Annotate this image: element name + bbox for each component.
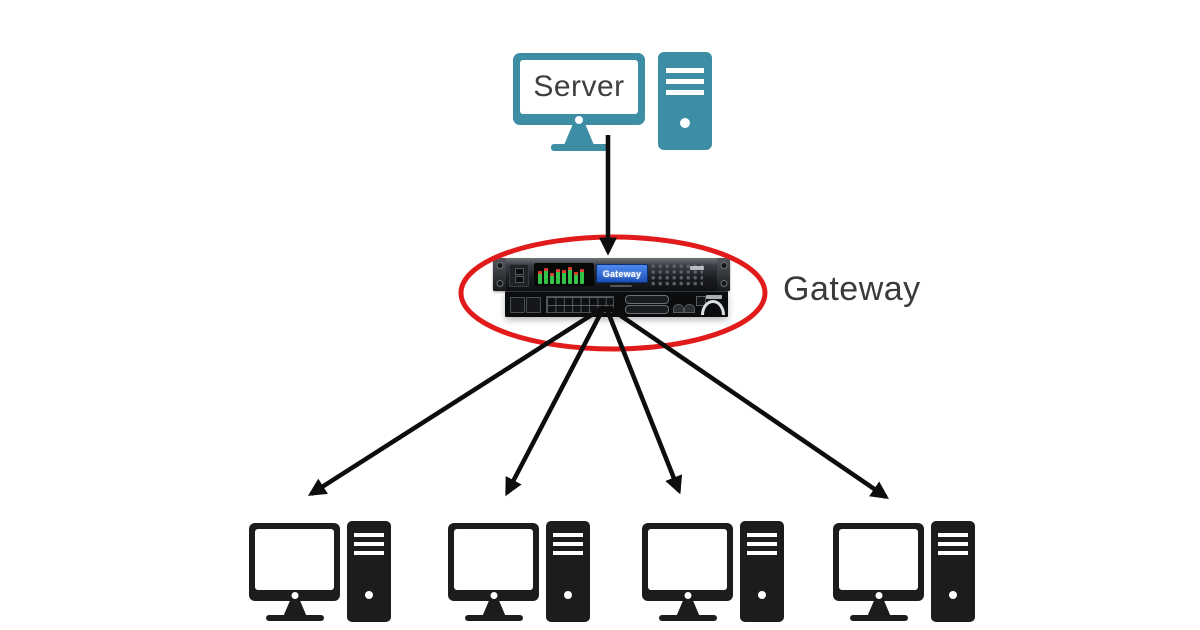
arrow-gateway-to-client-3	[603, 306, 683, 495]
client-monitor-icon	[448, 523, 539, 601]
client-tower-icon	[546, 521, 590, 622]
monitor-power-dot	[291, 592, 298, 599]
tower-vents	[747, 533, 777, 559]
tower-power-dot	[680, 118, 690, 128]
tower-vents	[666, 68, 704, 98]
monitor-base	[659, 615, 717, 621]
client-computer-3	[642, 521, 784, 625]
power-inlet	[510, 297, 525, 313]
gateway-rack-unit-bottom	[505, 291, 728, 317]
monitor-power-dot	[684, 592, 691, 599]
server-monitor-icon: Server	[513, 53, 645, 125]
connector	[684, 304, 695, 313]
monitor-base	[850, 615, 908, 621]
client-computer-4	[833, 521, 975, 625]
tower-power-dot	[949, 591, 957, 599]
tower-power-dot	[365, 591, 373, 599]
serial-port	[625, 295, 669, 304]
tower-vents	[553, 533, 583, 559]
monitor-stand	[676, 600, 700, 616]
tower-vents	[354, 533, 384, 559]
power-inlet	[526, 297, 541, 313]
tower-power-dot	[758, 591, 766, 599]
client-screen	[839, 529, 918, 590]
client-tower-icon	[931, 521, 975, 622]
client-monitor-icon	[642, 523, 733, 601]
client-screen	[255, 529, 334, 590]
client-tower-icon	[347, 521, 391, 622]
model-text-blob	[610, 285, 632, 287]
client-monitor-icon	[833, 523, 924, 601]
device-display-text: Gateway	[602, 268, 642, 279]
brand-logo-blob	[690, 266, 704, 270]
serial-port	[625, 305, 669, 314]
client-computer-2	[448, 521, 590, 625]
monitor-stand	[867, 600, 891, 616]
monitor-stand	[564, 124, 594, 145]
rack-ear	[493, 258, 506, 291]
monitor-power-dot	[575, 116, 583, 124]
arrow-gateway-to-client-1	[307, 305, 606, 496]
screw-icon	[720, 262, 727, 269]
arrow-gateway-to-client-2	[505, 305, 606, 497]
connector	[673, 304, 684, 313]
client-tower-icon	[740, 521, 784, 622]
gateway-rack-unit-top: Gateway	[493, 258, 730, 291]
monitor-stand	[283, 600, 307, 616]
tower-power-dot	[564, 591, 572, 599]
cable-arc	[701, 300, 725, 315]
gateway-label: Gateway	[783, 270, 921, 308]
led-meter	[534, 263, 594, 286]
device-display: Gateway	[596, 264, 648, 283]
monitor-power-dot	[490, 592, 497, 599]
monitor-power-dot	[875, 592, 882, 599]
server-label: Server	[533, 70, 625, 103]
client-screen	[454, 529, 533, 590]
arrow-gateway-to-client-4	[606, 305, 889, 500]
device-module	[509, 264, 529, 287]
rack-ear	[717, 258, 730, 291]
monitor-stand	[482, 600, 506, 616]
screw-icon	[496, 262, 503, 269]
server-tower-icon	[658, 52, 712, 150]
brand-logo-blob	[706, 295, 722, 299]
client-screen	[648, 529, 727, 590]
screw-icon	[496, 280, 503, 287]
server-screen: Server	[520, 60, 638, 114]
tower-vents	[938, 533, 968, 559]
ethernet-ports	[546, 296, 614, 313]
monitor-base	[551, 144, 608, 151]
client-computer-1	[249, 521, 391, 625]
monitor-base	[266, 615, 324, 621]
screw-icon	[720, 280, 727, 287]
client-monitor-icon	[249, 523, 340, 601]
monitor-base	[465, 615, 523, 621]
